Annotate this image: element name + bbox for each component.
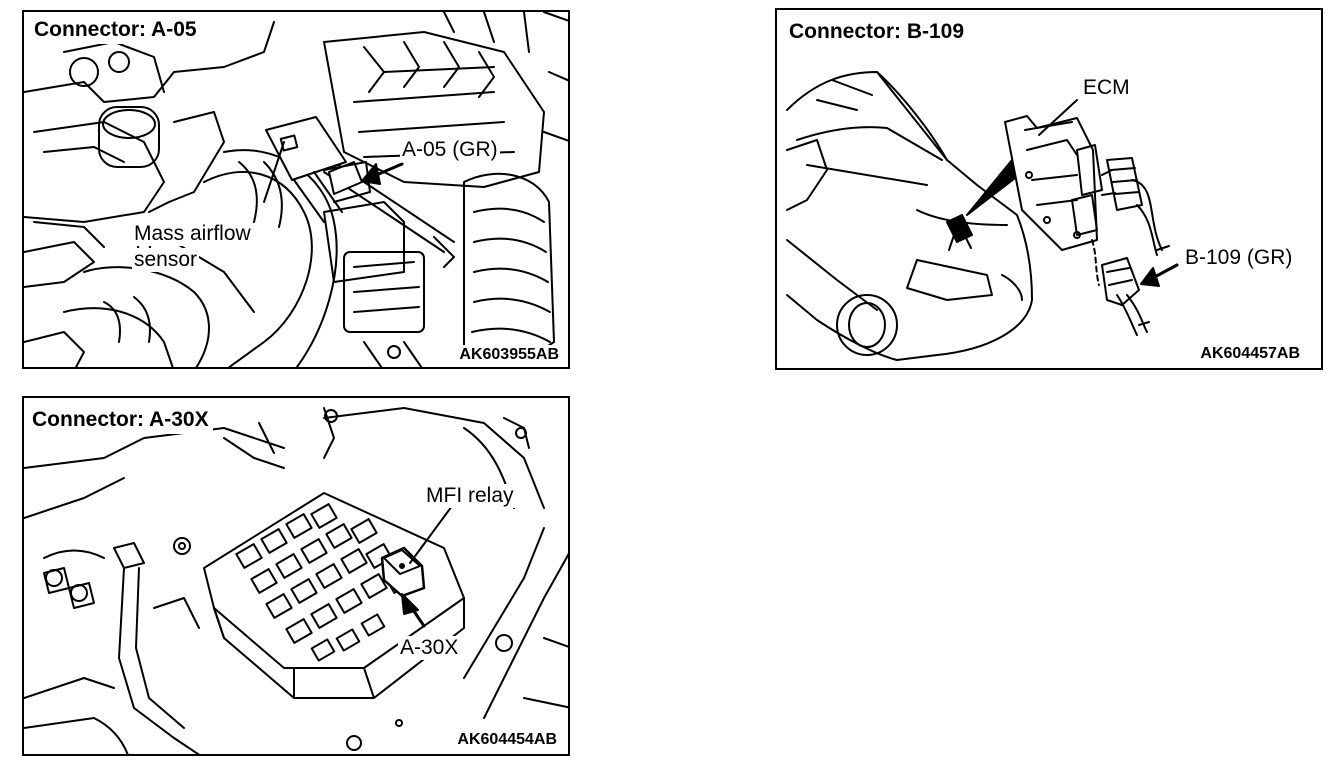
figure-code: AK604454AB [454, 730, 560, 750]
relay-box-illustration [24, 407, 568, 754]
connector-label: A-30X [398, 636, 461, 660]
panel-connector-b109: Connector: B-109 ECM B-109 (GR) AK604457… [775, 8, 1323, 370]
component-label-line2: sensor [132, 248, 200, 272]
engine-bay-illustration-a05 [24, 12, 568, 367]
panel-title: Connector: A-05 [30, 18, 201, 44]
panel-connector-a30x: Connector: A-30X MFI relay A-30X AK60445… [22, 396, 570, 756]
panel-connector-a05: Connector: A-05 A-05 (GR) Mass airflow s… [22, 10, 570, 369]
figure-code: AK603955AB [456, 345, 562, 365]
connector-label: B-109 (GR) [1183, 246, 1295, 270]
vehicle-ecm-illustration [786, 71, 1179, 361]
component-label-line1: Mass airflow [132, 222, 253, 246]
panel-title: Connector: A-30X [28, 408, 213, 434]
figure-code: AK604457AB [1197, 344, 1303, 364]
component-label: MFI relay [424, 484, 516, 508]
connector-label: A-05 (GR) [400, 138, 500, 162]
panel-title: Connector: B-109 [785, 20, 969, 46]
ecm-label: ECM [1081, 76, 1132, 100]
